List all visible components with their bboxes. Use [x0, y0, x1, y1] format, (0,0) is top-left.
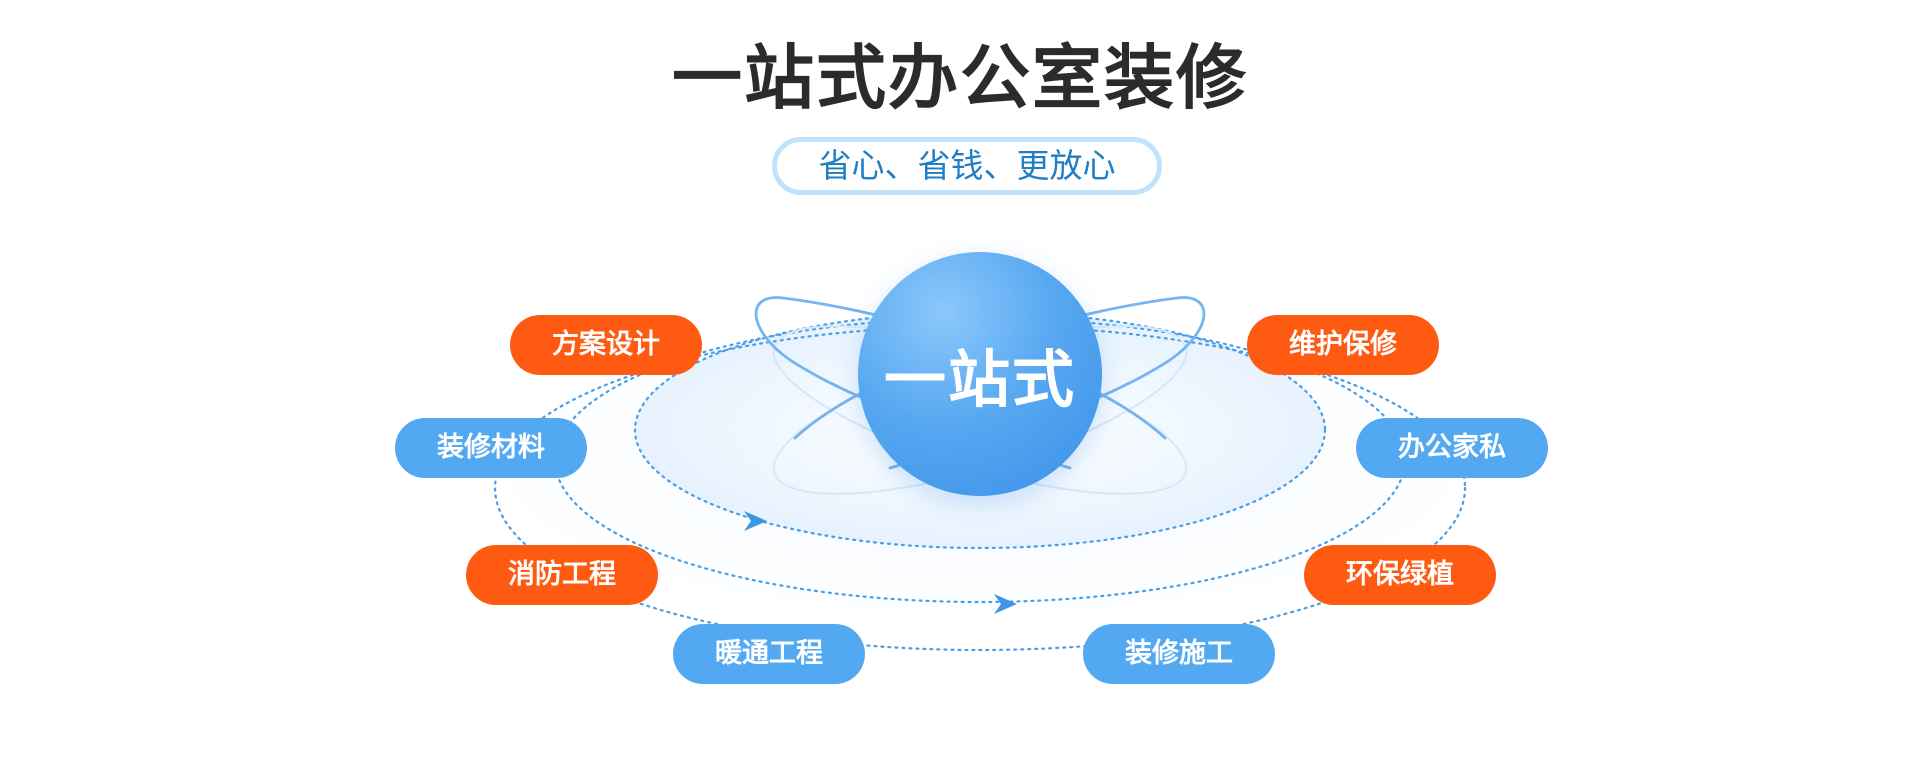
service-zhuangxiu-shigong: 装修施工: [1083, 624, 1275, 684]
service-xiaofang-gongcheng: 消防工程: [466, 545, 658, 605]
orbit-arrow-outer: [994, 594, 1017, 614]
service-fangan-sheji: 方案设计: [510, 315, 702, 375]
page-title: 一站式办公室装修: [672, 37, 1248, 119]
orbit-arrow-inner: [744, 511, 767, 531]
service-huanbao-lvzhi: 环保绿植: [1304, 545, 1496, 605]
service-bangong-jiasi: 办公家私: [1356, 418, 1548, 478]
subtitle-badge: 省心、省钱、更放心: [772, 137, 1162, 195]
service-weihu-baoxiu: 维护保修: [1247, 315, 1439, 375]
center-ball: 一站式: [858, 252, 1102, 496]
service-zhuangxiu-cailiao: 装修材料: [395, 418, 587, 478]
center-label: 一站式: [883, 343, 1076, 416]
service-nuantong-gongcheng: 暖通工程: [673, 624, 865, 684]
outer-dotted-orbit: [493, 324, 1467, 652]
